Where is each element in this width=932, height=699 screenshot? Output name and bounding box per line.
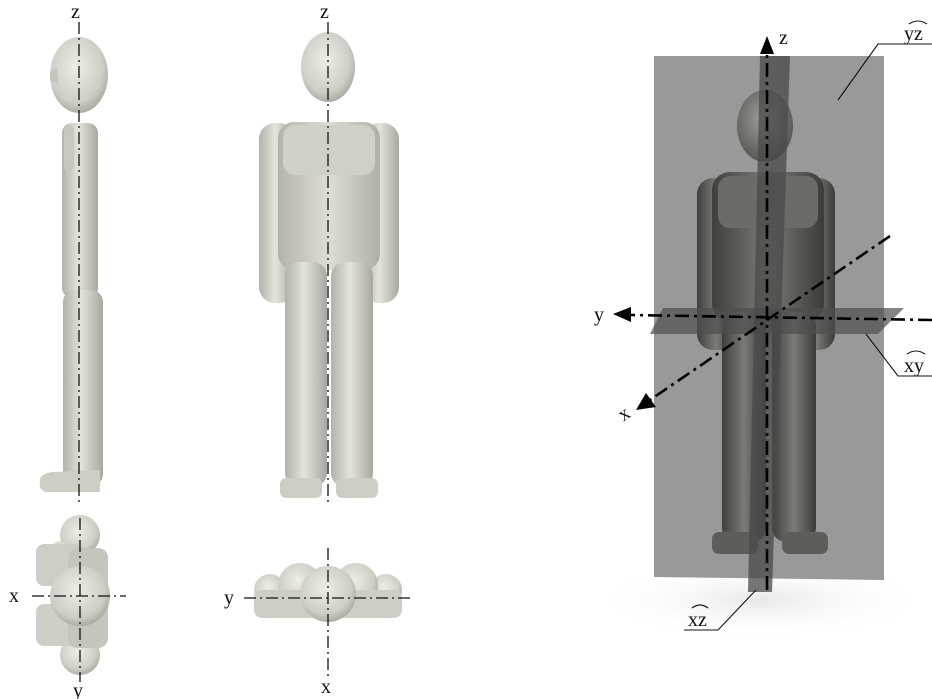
- side-plan-x-label: x: [9, 585, 19, 607]
- front-plan-y-label: y: [224, 587, 234, 609]
- side-view-figure: [40, 37, 108, 492]
- iso-x-label: x: [614, 402, 635, 426]
- plane-yz-label: yz: [904, 23, 923, 45]
- front-view-figure: [259, 32, 399, 498]
- front-plan-x-label: x: [321, 676, 331, 698]
- front-z-label: z: [320, 1, 329, 23]
- iso-x-arrowhead: [636, 393, 656, 410]
- iso-z-label: z: [779, 27, 788, 49]
- plane-xy-label: xy: [904, 355, 924, 377]
- side-z-label: z: [71, 1, 80, 23]
- side-plan-y-label: y: [73, 680, 83, 699]
- side-view: z x y: [9, 1, 126, 699]
- iso-view: z y x yz xy xz: [590, 21, 932, 640]
- plane-xz-label: xz: [688, 609, 707, 631]
- xy-hat: [907, 351, 925, 354]
- iso-y-arrowhead: [613, 307, 631, 322]
- side-plan-figure: [36, 515, 110, 675]
- front-view: z y x: [224, 1, 410, 698]
- iso-z-arrowhead: [760, 36, 774, 54]
- iso-y-label: y: [594, 304, 604, 326]
